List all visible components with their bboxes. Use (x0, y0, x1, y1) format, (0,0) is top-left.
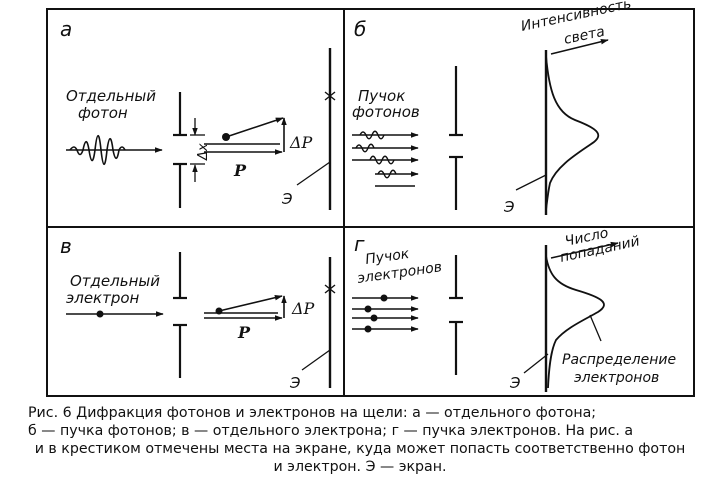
momentum-vectors-a (204, 117, 287, 155)
panel-v: в Отдельный электрон P ΔP Э (60, 234, 336, 392)
screen-v-pointer (301, 349, 331, 371)
panel-v-p-label: P (237, 323, 251, 342)
electron-beam-dots (364, 294, 388, 333)
electron-beam (352, 295, 419, 332)
panel-b-screen-label: Э (503, 198, 515, 216)
delta-x-indicator (190, 118, 205, 182)
panel-b-axis-line2: света (563, 24, 607, 48)
panel-a-dp-label: ΔP (289, 133, 313, 152)
momentum-vectors-v (204, 294, 287, 321)
panel-a-letter: а (60, 17, 72, 41)
hit-count-curve (545, 255, 605, 389)
panel-v-dp-label: ΔP (291, 299, 315, 318)
panel-g-dist-line1: Распределение (562, 352, 676, 368)
hit-cross-a (324, 91, 336, 101)
caption-line-2: б — пучка фотонов; в — отдельного электр… (28, 423, 634, 439)
panel-b: б Пучок фотонов Интенсивность света Э (352, 0, 633, 216)
panel-g-letter: г (354, 232, 365, 256)
panel-b-label-line1: Пучок (358, 87, 405, 105)
panel-g-label-line1: Пучок (364, 246, 410, 268)
delta-x-label: Δx (196, 143, 211, 161)
caption-line-1: Рис. 6 Дифракция фотонов и электронов на… (28, 405, 597, 421)
distribution-pointer (589, 314, 602, 342)
slit-v (173, 252, 187, 378)
panel-v-label-line2: электрон (66, 289, 140, 307)
panel-a-label-line2: фотон (78, 104, 128, 122)
panel-g-screen-label: Э (509, 374, 521, 392)
panel-g-dist-line2: электронов (574, 370, 659, 386)
slit-a (173, 92, 187, 208)
panel-a-screen-label: Э (281, 190, 293, 208)
screen-g-pointer (523, 353, 549, 374)
caption-line-3: и в крестиком отмечены места на экране, … (34, 441, 686, 475)
slit-g (449, 255, 463, 375)
panel-a-label-line1: Отдельный (66, 87, 156, 105)
intensity-curve (545, 55, 600, 211)
intensity-axis-arrow (550, 38, 609, 55)
diffraction-figure: а Отдельный фотон Δx (46, 0, 695, 397)
electron-dot-v2 (215, 307, 223, 315)
hit-cross-v (324, 284, 336, 294)
panel-v-label-line1: Отдельный (70, 272, 160, 290)
screen-a-pointer (296, 161, 331, 186)
panel-b-letter: б (354, 17, 366, 41)
photon-wave-packet (66, 134, 163, 166)
panel-g: г Пучок электронов Число попаданий Распр… (352, 225, 676, 392)
photon-beam (352, 130, 419, 187)
screen-b-pointer (515, 174, 547, 191)
panel-a: а Отдельный фотон Δx (60, 17, 336, 210)
figure-frame (46, 8, 695, 397)
panel-a-p-label: P (233, 161, 247, 180)
electron-dot-v (96, 310, 104, 318)
figure-caption: Рис. 6 Дифракция фотонов и электронов на… (28, 404, 692, 476)
hit-count-axis-arrow (550, 241, 619, 259)
slit-b (449, 66, 463, 210)
panel-v-letter: в (60, 234, 72, 258)
panel-b-label-line2: фотонов (352, 103, 420, 121)
photon-dot (222, 133, 230, 141)
panel-v-screen-label: Э (289, 374, 301, 392)
